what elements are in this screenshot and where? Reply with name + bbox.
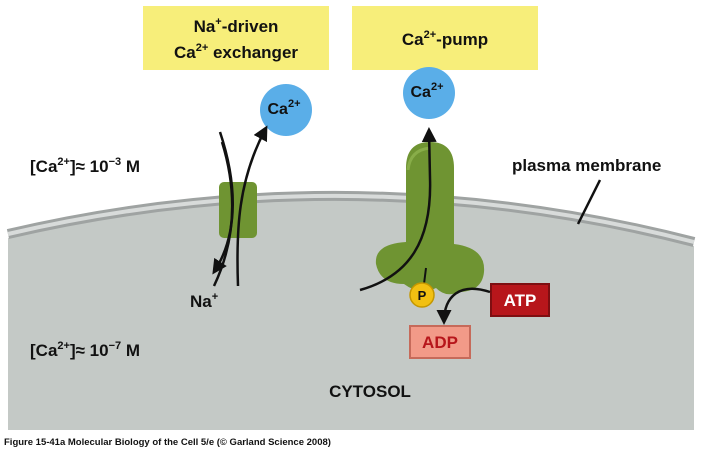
exchanger-label-box	[143, 6, 329, 70]
ca-exchanger-arrow-out	[236, 125, 268, 287]
ca-ion-pump	[403, 67, 455, 119]
exchanger-label-line2: Ca2+ exchanger	[174, 42, 298, 62]
phosphate-label: P	[418, 288, 427, 303]
na-ion-label: Na+	[190, 291, 218, 311]
exchanger-label-line1: Na+-driven	[194, 16, 279, 36]
pump-label-box	[352, 6, 538, 70]
pump-phosphate-link	[423, 267, 427, 285]
adp-label: ADP	[422, 333, 458, 352]
plasma-membrane-inner	[7, 193, 695, 244]
pump-ca-arrow	[359, 127, 437, 292]
adp-box	[409, 325, 471, 359]
pump-protein-shade	[406, 146, 431, 171]
ca-ion-exchanger-label: Ca2+	[268, 98, 301, 118]
cytosol-label: CYTOSOL	[329, 382, 411, 401]
exchanger-protein	[219, 182, 257, 238]
figure-caption: Figure 15-41a Molecular Biology of the C…	[4, 437, 331, 448]
membrane-pointer	[576, 179, 602, 225]
conc-outside: [Ca2+]≈ 10−3 M	[30, 156, 140, 176]
ca-ion-pump-label: Ca2+	[411, 81, 444, 101]
membrane-label: plasma membrane	[512, 156, 661, 175]
na-exchanger-arrow	[212, 131, 234, 275]
pump-protein	[375, 142, 485, 295]
atp-label: ATP	[504, 291, 537, 310]
atp-box	[490, 283, 550, 317]
phosphate-circle	[409, 282, 435, 308]
pump-label: Ca2+-pump	[402, 29, 488, 49]
ca-ion-exchanger	[260, 84, 312, 136]
cytosol-region	[8, 199, 694, 430]
conc-inside: [Ca2+]≈ 10−7 M	[30, 340, 140, 360]
atp-adp-arrow	[436, 287, 491, 325]
